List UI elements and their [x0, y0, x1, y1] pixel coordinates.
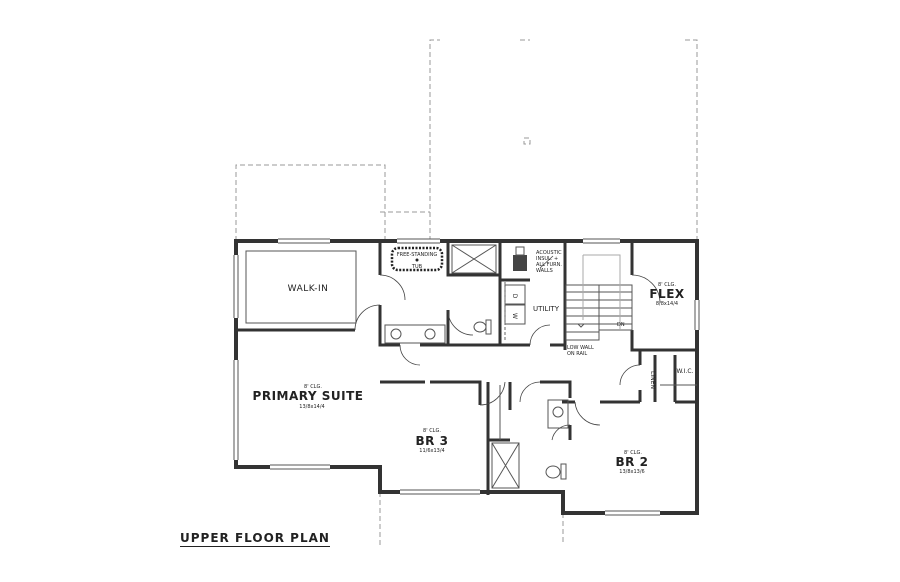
- sink-icon: [547, 399, 569, 429]
- interior-walls: [236, 241, 697, 495]
- acoustic-note-1: ACOUSTIC: [536, 250, 562, 256]
- flex-ceiling: 8' CLG.: [658, 282, 676, 288]
- acoustic-note-2: INSUL. +: [536, 256, 558, 262]
- br3-ceiling: 8' CLG.: [423, 428, 441, 434]
- utility-label: UTILITY: [533, 305, 560, 313]
- tub-icon: [390, 246, 444, 272]
- br2-size: 13/8x13/6: [619, 469, 644, 475]
- washer-label: W: [511, 313, 518, 319]
- primary-size: 13/8x14/4: [299, 404, 324, 410]
- plan-title: UPPER FLOOR PLAN: [180, 531, 330, 547]
- br3-label: BR 3: [416, 434, 449, 448]
- primary-suite-label: PRIMARY SUITE: [253, 389, 364, 403]
- acoustic-note-3: ALL FURN.: [536, 262, 562, 268]
- acoustic-note-4: WALLS: [536, 268, 553, 274]
- tub-label-bottom: TUB: [411, 264, 423, 270]
- wic-label: W.I.C.: [677, 368, 694, 375]
- dryer-label: D: [511, 294, 518, 299]
- walk-in-label: WALK-IN: [288, 284, 329, 294]
- low-wall-note-1: LOW WALL: [567, 345, 594, 351]
- low-wall-note-2: ON RAIL: [567, 351, 587, 357]
- water-heater-icon: [513, 255, 527, 271]
- flex-label: FLEX: [649, 287, 685, 301]
- shower-icon-2: [491, 442, 520, 489]
- tub-label-top: FREE-STANDING: [397, 252, 438, 258]
- br2-ceiling: 8' CLG.: [624, 450, 642, 456]
- flex-size: 8/8x14/4: [656, 301, 678, 307]
- toilet-icon-2: [545, 465, 561, 479]
- br3-size: 11/6x13/4: [419, 448, 444, 454]
- fixtures: [384, 244, 697, 489]
- vanity-icon: [384, 324, 446, 344]
- windows: [234, 239, 699, 515]
- primary-ceiling: 8' CLG.: [304, 384, 322, 390]
- linen-label: LINEN: [649, 371, 656, 389]
- br2-label: BR 2: [616, 455, 649, 469]
- staircase[interactable]: [565, 254, 633, 341]
- door-swings: [354, 255, 661, 441]
- toilet-icon: [473, 321, 487, 333]
- ghost-outlines: [235, 39, 698, 545]
- stair-dn-label: DN: [617, 322, 625, 328]
- shower-icon: [451, 244, 497, 274]
